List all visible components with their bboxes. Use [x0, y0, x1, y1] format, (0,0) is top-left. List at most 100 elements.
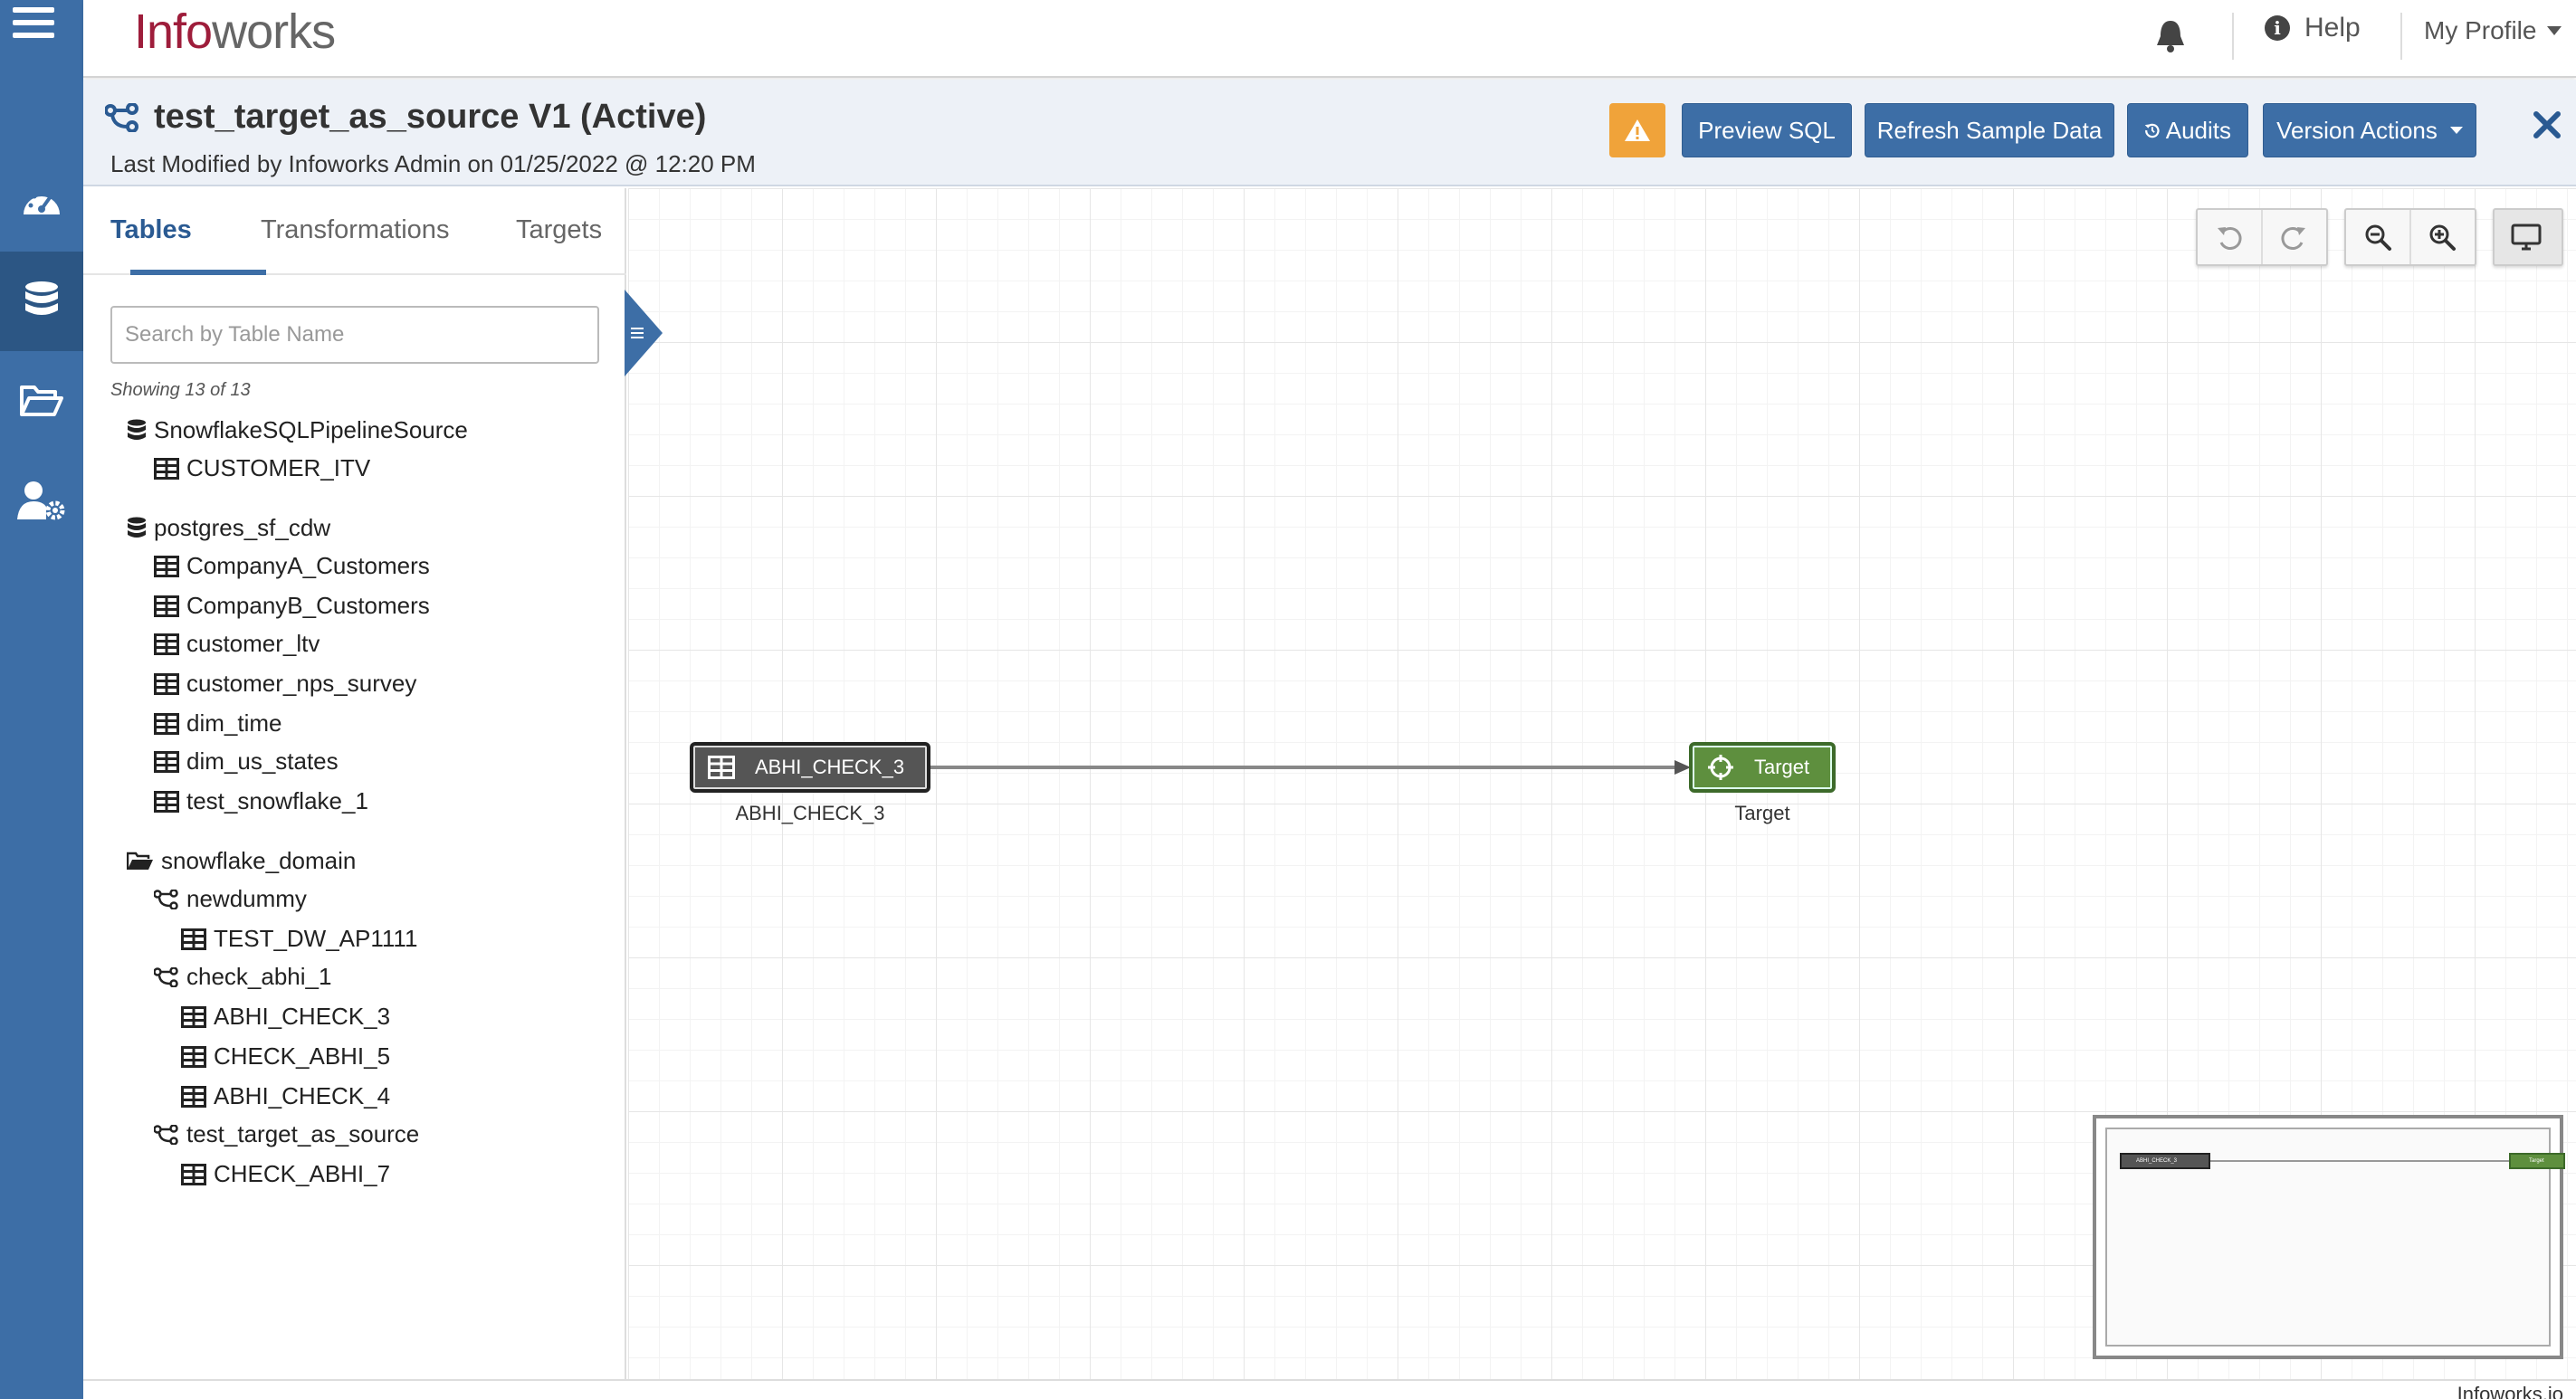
footer: Infoworks.io	[83, 1379, 2576, 1399]
pipeline-icon	[154, 889, 178, 909]
tree-item-label: CompanyB_Customers	[186, 592, 430, 619]
tree-item-label: customer_ltv	[186, 630, 320, 657]
dashboard-nav[interactable]	[0, 152, 83, 252]
tree-item-label: test_target_as_source	[186, 1120, 420, 1147]
infoworks-logo[interactable]: Infoworks	[134, 5, 336, 59]
tree-item-source[interactable]: SnowflakeSQLPipelineSource	[127, 416, 468, 444]
pipeline-title: test_target_as_source V1 (Active)	[105, 98, 706, 137]
my-profile-menu[interactable]: My Profile	[2424, 16, 2562, 45]
tree-item-table[interactable]: CUSTOMER_ITV	[154, 454, 370, 482]
tree-item-table[interactable]: test_snowflake_1	[154, 787, 368, 815]
zoom-toolbar	[2344, 208, 2476, 266]
tree-item-table[interactable]: customer_ltv	[154, 630, 320, 658]
target-node[interactable]: Target	[1689, 742, 1836, 793]
tree-item-label: postgres_sf_cdw	[154, 514, 331, 541]
tree-item-label: SnowflakeSQLPipelineSource	[154, 416, 468, 443]
zoom-out-icon	[2365, 224, 2391, 251]
table-icon	[154, 457, 179, 480]
tree-item-table[interactable]: CompanyB_Customers	[154, 592, 430, 620]
admin-nav[interactable]	[0, 451, 83, 550]
redo-button[interactable]	[2261, 210, 2324, 264]
tree-item-table[interactable]: CHECK_ABHI_5	[181, 1042, 390, 1071]
minimap[interactable]: ABHI_CHECK_3 Target	[2093, 1115, 2565, 1359]
version-actions-button[interactable]: Version Actions	[2263, 103, 2476, 157]
table-icon	[154, 672, 179, 695]
tree-item-pipeline[interactable]: check_abhi_1	[154, 963, 331, 991]
tables-panel: Tables Transformations Targets Showing 1…	[83, 188, 626, 1379]
table-icon	[181, 928, 206, 950]
tree-item-pipeline[interactable]: test_target_as_source	[154, 1120, 419, 1148]
source-node-caption: ABHI_CHECK_3	[735, 802, 885, 824]
preview-sql-button[interactable]: Preview SQL	[1682, 103, 1852, 157]
tree-item-source[interactable]: postgres_sf_cdw	[127, 514, 330, 542]
bell-icon	[2157, 21, 2184, 52]
table-icon	[154, 633, 179, 655]
hamburger-menu-icon[interactable]	[13, 7, 54, 45]
footer-text: Infoworks.io	[2457, 1383, 2563, 1399]
active-tab-indicator	[130, 270, 266, 275]
tree-item-table[interactable]: TEST_DW_AP1111	[181, 925, 417, 953]
tree-item-table[interactable]: CompanyA_Customers	[154, 552, 430, 580]
tree-item-table[interactable]: dim_time	[154, 709, 281, 738]
tree-item-table[interactable]: CHECK_ABHI_7	[181, 1160, 390, 1188]
table-icon	[708, 756, 735, 779]
warning-icon	[1625, 119, 1650, 141]
search-input[interactable]	[110, 306, 599, 364]
tree-item-label: customer_nps_survey	[186, 670, 417, 697]
close-button[interactable]	[2533, 110, 2562, 144]
table-icon	[154, 712, 179, 735]
pipeline-icon	[105, 102, 138, 132]
tab-tables[interactable]: Tables	[110, 215, 192, 244]
refresh-sample-data-button[interactable]: Refresh Sample Data	[1865, 103, 2114, 157]
tree-item-label: test_snowflake_1	[186, 787, 368, 814]
tree-item-domain[interactable]: snowflake_domain	[127, 847, 356, 875]
notifications-button[interactable]	[2154, 18, 2187, 59]
minimap-toggle-button[interactable]	[2493, 208, 2563, 266]
minimap-target-node: Target	[2509, 1153, 2565, 1169]
tree-item-label: dim_us_states	[186, 747, 339, 775]
table-icon	[154, 750, 179, 773]
tree-item-pipeline[interactable]: newdummy	[154, 885, 307, 913]
minimap-viewport: ABHI_CHECK_3 Target	[2105, 1128, 2565, 1347]
folder-open-icon	[127, 852, 153, 870]
list-icon	[631, 328, 644, 338]
undo-button[interactable]	[2198, 210, 2261, 264]
zoom-out-button[interactable]	[2346, 210, 2409, 264]
minimap-edge	[2210, 1160, 2509, 1162]
minimap-source-node: ABHI_CHECK_3	[2120, 1153, 2210, 1169]
tree-item-label: snowflake_domain	[161, 847, 357, 874]
domains-nav[interactable]	[0, 351, 83, 451]
tab-transformations[interactable]: Transformations	[261, 215, 450, 244]
gauge-icon	[24, 190, 60, 214]
tree-item-label: TEST_DW_AP1111	[214, 925, 418, 952]
zoom-in-button[interactable]	[2409, 210, 2473, 264]
redo-icon	[2281, 227, 2305, 250]
tab-targets[interactable]: Targets	[516, 215, 603, 244]
folder-open-icon	[20, 385, 63, 416]
tree-item-table[interactable]: ABHI_CHECK_4	[181, 1082, 390, 1110]
header-divider	[2400, 13, 2402, 60]
tree-item-label: dim_time	[186, 709, 282, 737]
table-icon	[181, 1005, 206, 1028]
tree-item-table[interactable]: dim_us_states	[154, 747, 339, 776]
caret-down-icon	[2449, 127, 2463, 134]
source-node[interactable]: ABHI_CHECK_3	[690, 742, 930, 793]
tree-item-label: check_abhi_1	[186, 963, 332, 990]
tree-item-label: ABHI_CHECK_4	[214, 1082, 391, 1109]
data-sources-nav[interactable]	[0, 252, 83, 351]
left-nav-rail	[0, 0, 83, 1399]
monitor-button[interactable]	[2495, 210, 2558, 264]
undo-redo-toolbar	[2196, 208, 2328, 266]
tree-item-table[interactable]: customer_nps_survey	[154, 670, 416, 698]
panel-toggle-handle[interactable]	[625, 290, 663, 376]
pipeline-icon	[154, 1124, 178, 1145]
warning-button[interactable]	[1609, 103, 1665, 157]
tree-item-label: newdummy	[186, 885, 307, 912]
table-icon	[181, 1085, 206, 1108]
zoom-in-icon	[2429, 224, 2456, 251]
tree-item-table[interactable]: ABHI_CHECK_3	[181, 1003, 390, 1031]
audits-button[interactable]: Audits	[2127, 103, 2248, 157]
tree-item-label: CHECK_ABHI_7	[214, 1160, 391, 1187]
pipeline-icon	[154, 966, 178, 987]
